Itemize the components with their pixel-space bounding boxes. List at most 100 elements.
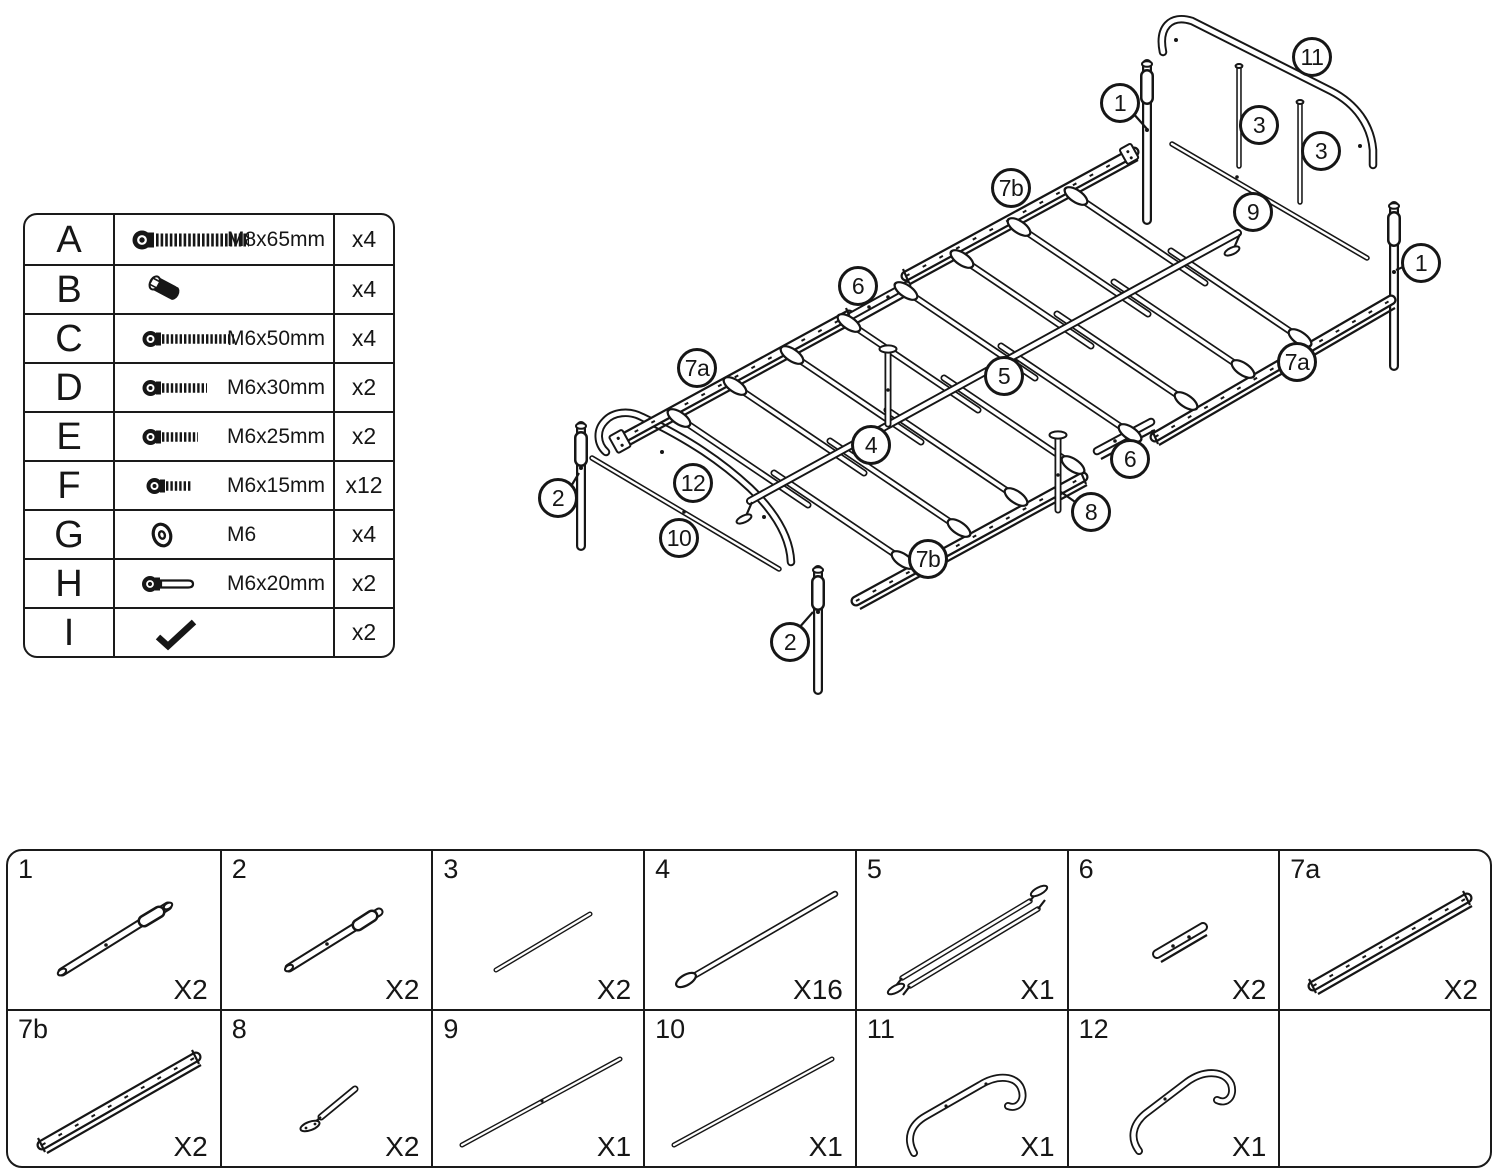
- leg-tube-icon: [227, 870, 427, 998]
- socket-head-bolt-icon: [131, 226, 256, 254]
- hardware-row: E M6x25mm x2: [25, 411, 393, 460]
- headboard-spindle: [1234, 63, 1244, 169]
- part-cell: 11 X1: [854, 1008, 1067, 1166]
- curved-headboard-rail-icon: [862, 1029, 1062, 1157]
- hardware-item-size: M6x15mm: [227, 473, 326, 497]
- callout-part-6: 6: [838, 266, 878, 306]
- hardware-item-size: M6x50mm: [227, 326, 326, 350]
- allen-key-icon: [149, 615, 201, 651]
- part-number: 12: [1078, 1013, 1109, 1044]
- part-cell: 6 X2: [1066, 851, 1279, 1009]
- center-support-rail-icon: [862, 870, 1062, 998]
- socket-head-bolt-icon: [141, 425, 207, 449]
- center-support-foot: [878, 344, 898, 428]
- parts-grid: 1 X2 2 X2 3 X2 4 X16 5 X1 6: [6, 849, 1492, 1168]
- headboard-curved-rail: [1157, 15, 1378, 170]
- part-cell: 8 X2: [219, 1008, 432, 1166]
- part-number: 10: [655, 1013, 686, 1044]
- part-qty: X2: [385, 973, 420, 1005]
- callout-part-8: 8: [1071, 492, 1111, 532]
- part-qty: X2: [385, 1131, 420, 1162]
- washer-icon: [145, 518, 179, 552]
- side-rail-7a-right: [1155, 300, 1395, 446]
- part-number: 7b: [18, 1013, 49, 1044]
- hardware-item-qty: x4: [351, 325, 377, 351]
- part-cell: 10 X1: [643, 1008, 855, 1166]
- hardware-item-qty: x4: [351, 276, 377, 302]
- hardware-item-letter: A: [25, 215, 115, 264]
- part-cell: 9 X1: [431, 1008, 644, 1166]
- long-rod-icon: [438, 1029, 638, 1157]
- part-number: 1: [18, 854, 34, 884]
- side-rail-icon: [1285, 870, 1485, 998]
- callout-part-2: 2: [538, 478, 578, 518]
- hardware-item-letter: H: [25, 560, 115, 607]
- callout-part-10: 10: [659, 518, 699, 558]
- hardware-row: I x2: [25, 607, 393, 656]
- callout-part-7b: 7b: [908, 539, 948, 579]
- part-qty: X16: [793, 973, 843, 1005]
- hardware-row: H M6x20mm x2: [25, 558, 393, 607]
- part-qty: X1: [808, 1131, 843, 1162]
- part-cell: 2 X2: [219, 851, 432, 1009]
- hardware-row: D M6x30mm x2: [25, 362, 393, 411]
- part-cell: 3 X2: [431, 851, 643, 1009]
- callout-part-1: 1: [1100, 83, 1140, 123]
- long-rod-icon: [650, 1029, 850, 1157]
- footboard-leg-front: [811, 565, 825, 695]
- hardware-item-letter: G: [25, 511, 115, 558]
- callout-part-4: 4: [851, 425, 891, 465]
- callout-part-6: 6: [1110, 439, 1150, 479]
- headboard-leg-right: [1387, 201, 1401, 371]
- hardware-table: A M8x65mm x4 B x4 C M6x50mm x4 D: [23, 213, 395, 658]
- part-number: 4: [655, 854, 671, 884]
- rail-end-plate: [1118, 142, 1140, 165]
- callout-part-7a: 7a: [677, 348, 717, 388]
- hardware-row: A M8x65mm x4: [25, 215, 393, 264]
- hardware-item-qty: x12: [345, 472, 383, 498]
- part-number: 6: [1078, 854, 1094, 884]
- part-cell: 5 X1: [854, 851, 1067, 1009]
- hardware-item-letter: B: [25, 266, 115, 313]
- hardware-item-letter: D: [25, 364, 115, 411]
- part-qty: X2: [173, 1131, 208, 1162]
- slat-bar-icon: [650, 870, 850, 998]
- part-number: 3: [443, 854, 459, 884]
- hardware-item-spec: M6x50mm: [115, 315, 335, 362]
- part-number: 7a: [1290, 854, 1321, 884]
- part-cell: 7b X2: [8, 1008, 220, 1167]
- part-cell-empty: [1278, 1008, 1490, 1166]
- part-qty: X1: [1020, 973, 1055, 1005]
- callout-part-7a: 7a: [1277, 342, 1317, 382]
- callout-part-1: 1: [1401, 243, 1441, 283]
- hardware-row: C M6x50mm x4: [25, 313, 393, 362]
- headboard-spindle: [1295, 99, 1305, 205]
- hardware-item-spec: M6: [115, 511, 335, 558]
- socket-head-bolt-icon: [141, 327, 241, 351]
- footboard-curved-rail: [594, 408, 796, 567]
- hardware-item-spec: M6x25mm: [115, 413, 335, 460]
- footboard-leg-left: [574, 421, 588, 551]
- part-number: 9: [443, 1013, 459, 1044]
- side-rail-7b-right: [856, 477, 1087, 610]
- part-number: 5: [866, 854, 882, 884]
- hardware-item-qty: x4: [351, 226, 377, 252]
- hardware-item-letter: C: [25, 315, 115, 362]
- part-cell: 7a X2: [1278, 851, 1490, 1009]
- callout-part-3: 3: [1239, 105, 1279, 145]
- hardware-item-qty: x4: [351, 521, 377, 547]
- part-qty: X2: [1443, 973, 1478, 1005]
- thin-rod-icon: [438, 870, 638, 998]
- hardware-item-qty: x2: [351, 570, 377, 596]
- hardware-item-size: M6x30mm: [227, 375, 326, 399]
- hardware-item-qty: x2: [351, 619, 377, 645]
- hardware-item-spec: M6x30mm: [115, 364, 335, 411]
- callout-part-2: 2: [770, 622, 810, 662]
- part-qty: X2: [1232, 973, 1267, 1005]
- callout-part-5: 5: [984, 356, 1024, 396]
- hardware-row: G M6 x4: [25, 509, 393, 558]
- footboard-lower-rod: [589, 455, 782, 572]
- callout-part-9: 9: [1233, 192, 1273, 232]
- joint-bracket-left: [851, 285, 912, 325]
